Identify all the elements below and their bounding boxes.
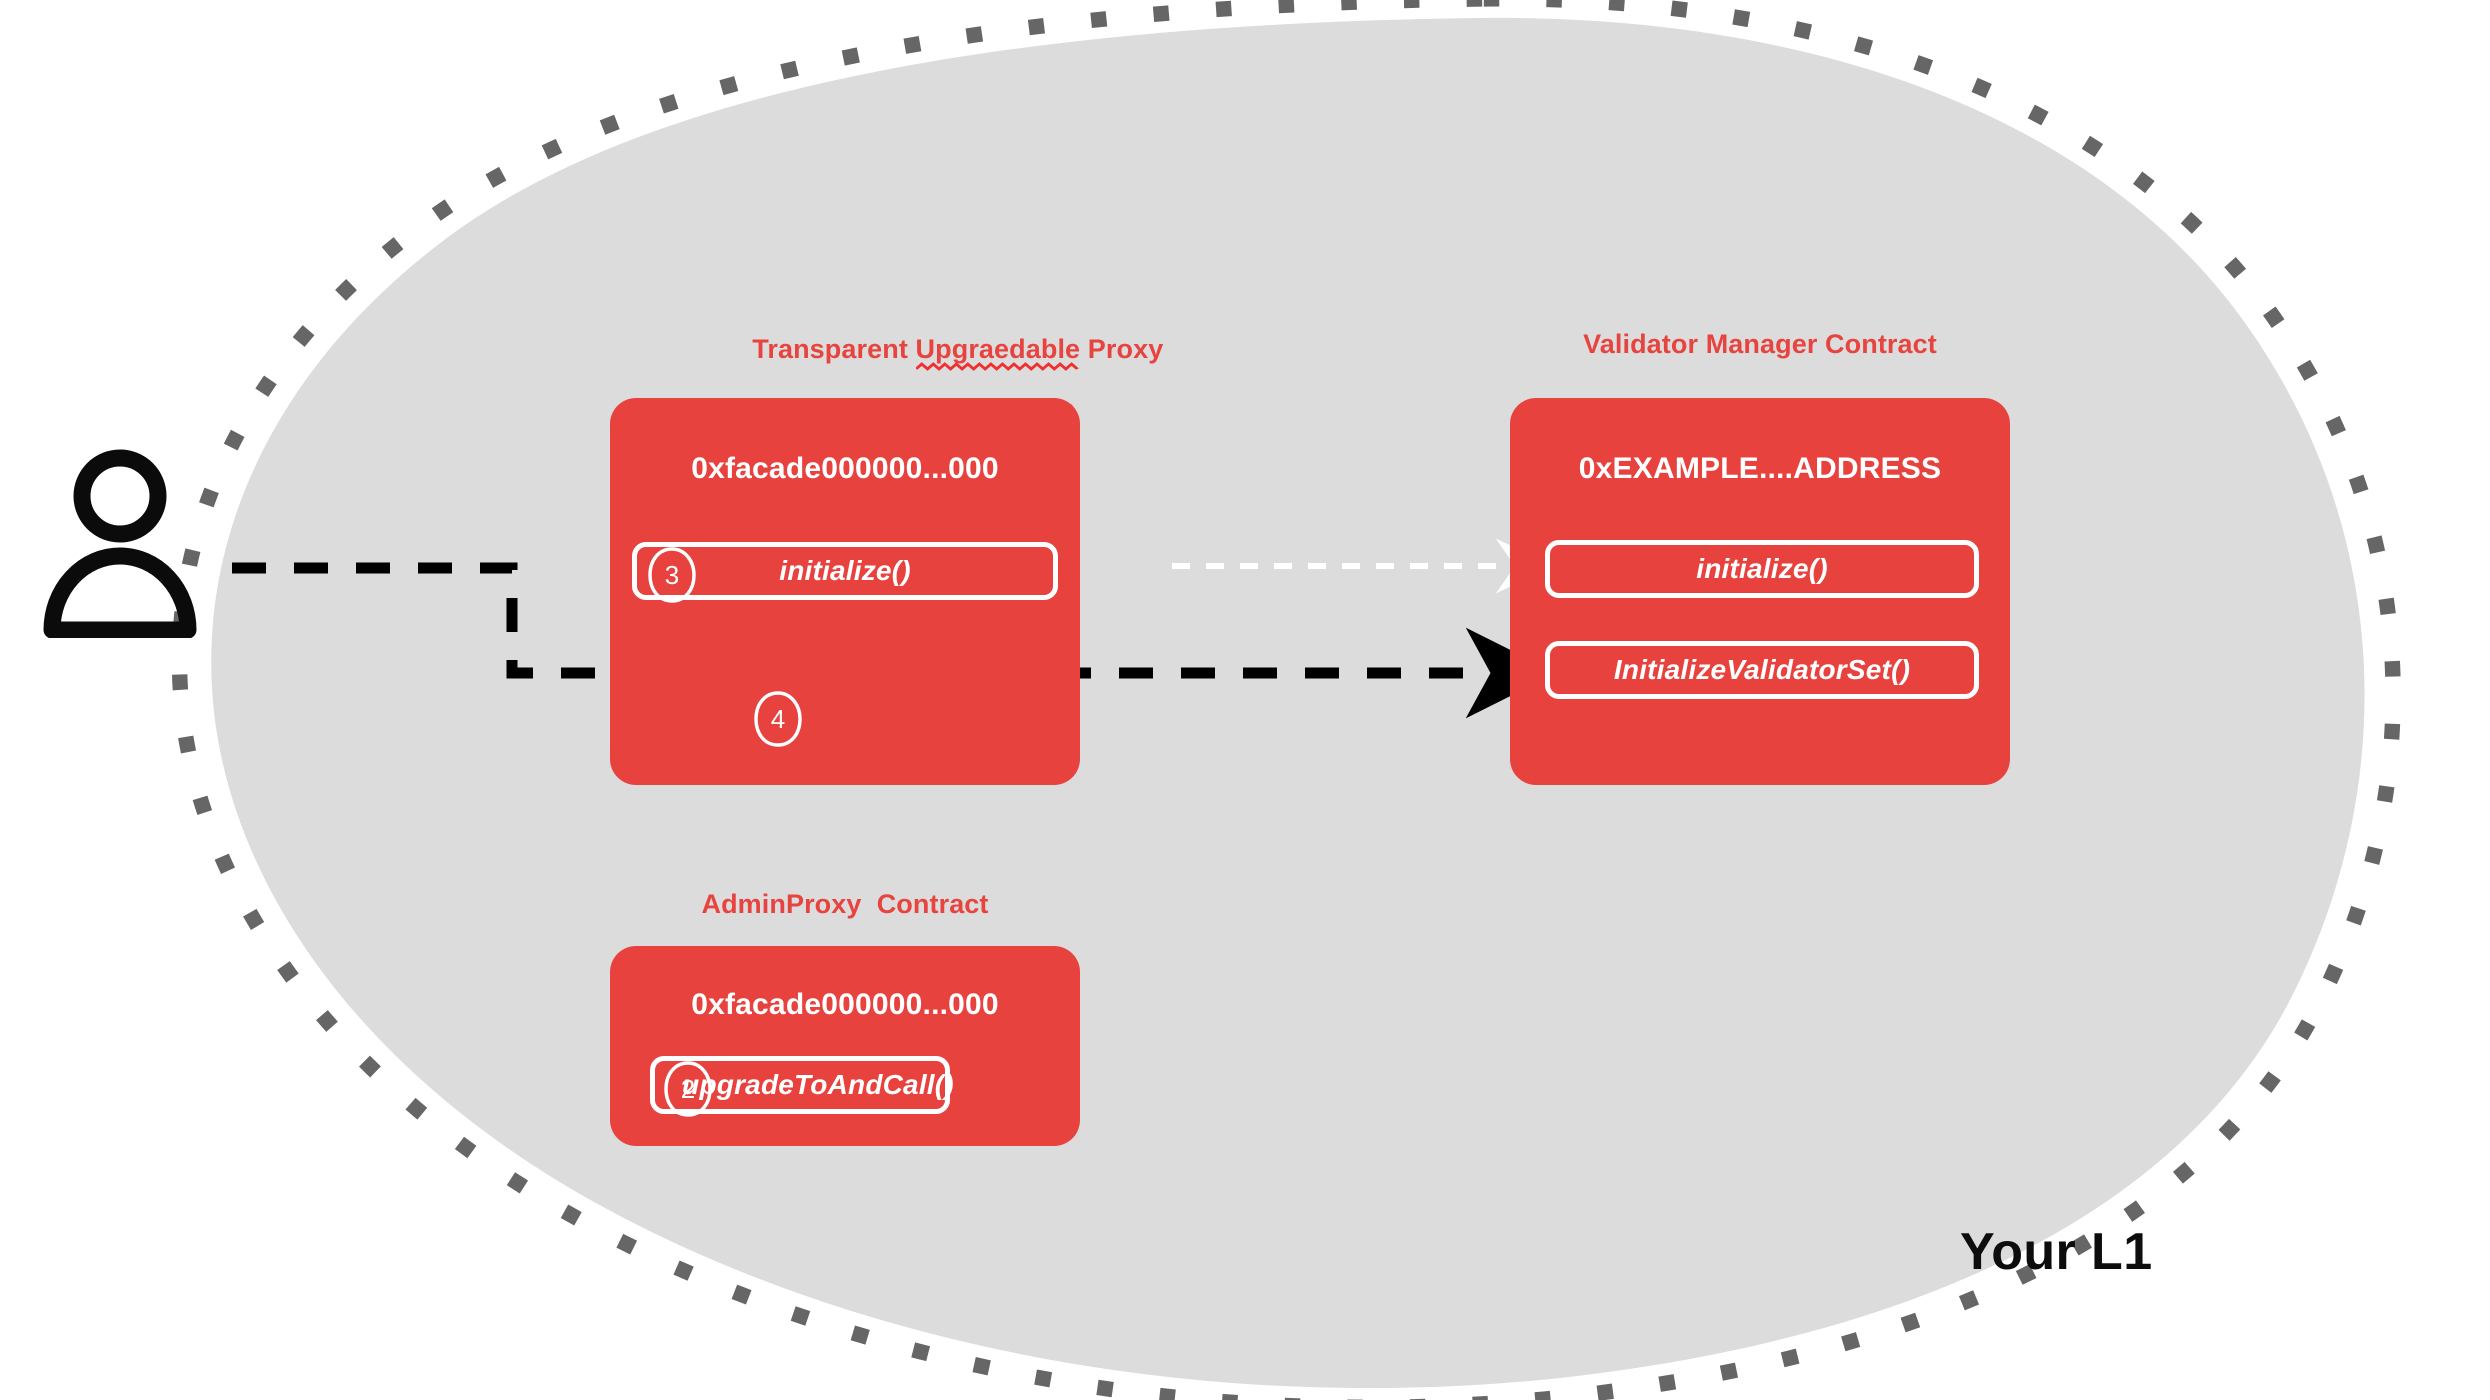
- step-badge-2-label: 2: [680, 1074, 696, 1104]
- contract-validator-manager-title: Validator Manager Contract: [1583, 329, 1937, 359]
- contract-proxy: Transparent Upgraedable Proxy Contract (…: [610, 300, 1260, 790]
- fn-pill-initialize-proxy[interactable]: 3 initialize(): [632, 542, 1058, 603]
- region-fill: [211, 17, 2365, 1389]
- region-dashed-border: [179, 0, 2393, 1400]
- contract-validator-manager-address: 0xEXAMPLE....ADDRESS: [1578, 452, 1942, 485]
- contract-admin-proxy: AdminProxy Contract 0xfacade000000...000…: [610, 888, 1260, 1218]
- fn-pill-upgrade-to-and-call[interactable]: 2 upgradeToAndCall(): [650, 1056, 954, 1117]
- contract-admin-proxy-address: 0xfacade000000...000: [691, 988, 999, 1021]
- step-circle-icon: [664, 1061, 712, 1117]
- fn-label-upgrade-to-and-call: upgradeToAndCall(): [682, 1069, 954, 1100]
- fn-label-initialize-proxy: initialize(): [779, 555, 911, 586]
- fn-label-initialize-vm: initialize(): [1696, 553, 1828, 584]
- person-icon: [43, 449, 197, 638]
- step-badge-3: 3: [645, 545, 699, 605]
- fn-label-initialize-validator-set: InitializeValidatorSet(): [1613, 654, 1911, 685]
- fn-pill-initialize-validator-set[interactable]: InitializeValidatorSet(): [1545, 641, 1979, 699]
- step-circle-icon: [648, 547, 696, 603]
- contract-admin-proxy-title: AdminProxy Contract: [701, 889, 989, 919]
- contract-admin-proxy-card: 0xfacade000000...000 2 upgradeToAndCall(…: [610, 946, 1080, 1146]
- contract-validator-manager-card: 0xEXAMPLE....ADDRESS initialize() Initia…: [1510, 398, 2010, 785]
- step-badge-3-label: 3: [664, 560, 680, 590]
- contract-proxy-title-line-1: Transparent Upgraedable Proxy: [752, 334, 1163, 371]
- region-label: Your L1: [1960, 1223, 2153, 1281]
- contract-proxy-card: 0xfacade000000...000 3 initialize() 4: [610, 398, 1080, 785]
- fn-pill-initialize-vm[interactable]: initialize(): [1545, 540, 1979, 598]
- contract-validator-manager: Validator Manager Contract 0xEXAMPLE....…: [1510, 300, 2010, 790]
- spellcheck-squiggle-icon: [915, 361, 1079, 371]
- step-badge-2: 2: [661, 1059, 715, 1119]
- contract-proxy-address: 0xfacade000000...000: [691, 452, 999, 485]
- step-badge-4-label: 4: [770, 704, 786, 734]
- step-circle-icon: [754, 691, 802, 747]
- step-badge-4: 4: [751, 689, 805, 749]
